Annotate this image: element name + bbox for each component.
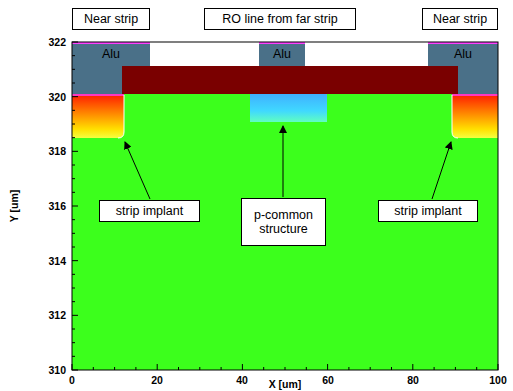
tick-label: 318 [48,145,66,157]
node-text: Near strip [433,12,487,26]
tick-label: 20 [151,374,163,386]
header-box: Near strip [72,8,150,30]
axis-title: Y [um] [8,190,20,222]
strip-implant-right [452,94,498,138]
axis-title: X [um] [269,378,302,390]
node-text: strip implant [394,204,461,218]
nitride-right [458,66,498,94]
alu-mid [259,43,305,66]
tick-label: 100 [489,374,507,386]
tick-label: 312 [48,309,66,321]
strip-implant-left [72,94,124,138]
node-text: Alu [454,47,472,61]
leader-line [125,142,150,199]
metal-label: Alu [428,43,498,66]
oxide-layer [122,66,458,94]
leader-line [432,142,451,199]
node-text: strip implant [116,204,183,218]
node-text: Alu [102,47,120,61]
header-box: Near strip [422,8,498,30]
callout-box: strip implant [378,200,478,222]
metal-label: Alu [259,43,305,66]
header-box: RO line from far strip [204,8,356,30]
metal-label: Alu [72,43,150,66]
tick-label: 0 [69,374,75,386]
tick-label: 322 [48,36,66,48]
plot-frame [72,42,498,370]
tick-label: 316 [48,200,66,212]
nitride-left [72,66,122,94]
leader-line [283,126,284,197]
tick-label: 40 [236,374,248,386]
tick-label: 310 [48,364,66,376]
node-text: Near strip [84,12,138,26]
node-text: Alu [273,47,291,61]
p-common-implant [250,94,327,122]
alu-right [428,43,498,66]
tick-label: 60 [322,374,334,386]
alu-left [72,43,150,66]
node-text: p-common structure [246,208,321,237]
tick-label: 314 [48,255,66,267]
tick-label: 320 [48,91,66,103]
tick-label: 80 [407,374,419,386]
substrate [72,94,498,370]
node-text: RO line from far strip [222,12,337,26]
callout-box: strip implant [99,200,200,222]
callout-box: p-common structure [241,198,326,246]
